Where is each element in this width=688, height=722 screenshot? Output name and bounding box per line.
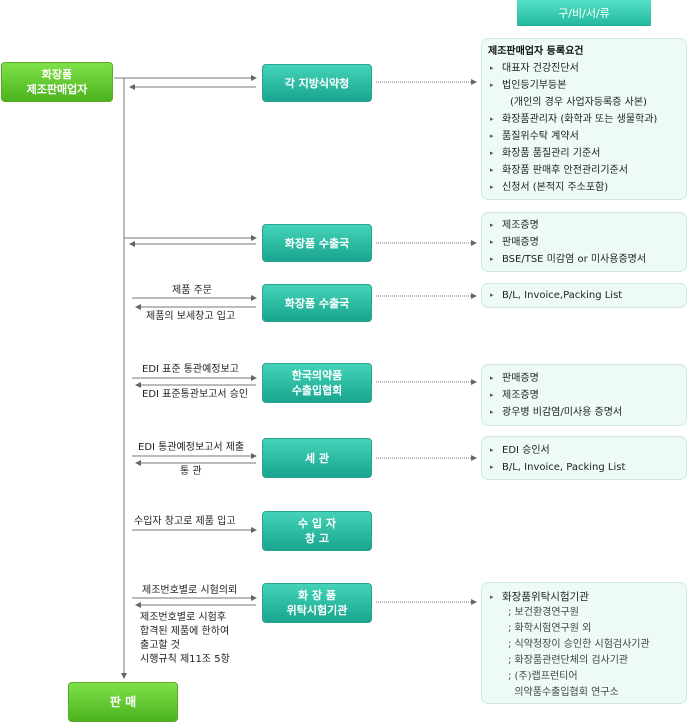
label-order-bottom: 제품의 보세창고 입고 [146, 311, 236, 322]
label-test-top: 제조번호별로 시험의뢰 [142, 585, 238, 596]
requirements-panel-6: 화장품위탁시험기관 ; 보건환경연구원 ; 화학시험연구원 외 ; 식약청장이 … [481, 582, 687, 704]
panel-3-item: B/L, Invoice,Packing List [488, 287, 680, 304]
panel-6-sub: ; 보건환경연구원 [508, 607, 579, 618]
panel-5-item: B/L, Invoice, Packing List [488, 459, 680, 476]
panel-6-sub: ; (주)랩프런티어 [508, 671, 578, 682]
label-test-bottom: 제조번호별로 시험후 합격된 제품에 한하여 출고할 것 시행규칙 제11조 5… [140, 612, 230, 665]
panel-4-item: 제조증명 [488, 387, 680, 404]
panel-6-sub: ; 화학시험연구원 외 [508, 623, 592, 634]
panel-6-sub: 의약품수출입협회 연구소 [508, 687, 619, 698]
center-box-7: 화 장 품 위탁시험기관 [262, 583, 372, 623]
manufacturer-box: 화장품 제조판매업자 [1, 62, 113, 102]
panel-1-item: 품질위수탁 계약서 [488, 128, 680, 145]
panel-1-item: 화장품 품질관리 기준서 [488, 145, 680, 162]
label-edi1-top: EDI 표준 통관예정보고 [142, 364, 239, 375]
center-box-2: 화장품 수출국 [262, 224, 372, 262]
center-box-1: 각 지방식약청 [262, 64, 372, 102]
label-order-top: 제품 주문 [172, 285, 212, 296]
panel-2-item: 제조증명 [488, 217, 680, 234]
panel-1-item: 신청서 (본적지 주소포함) [488, 179, 680, 196]
panel-1-item: 대표자 건강진단서 [488, 60, 680, 77]
requirements-panel-5: EDI 승인서 B/L, Invoice, Packing List [481, 436, 687, 480]
center-box-4: 한국의약품 수출입협회 [262, 363, 372, 403]
requirements-panel-2: 제조증명 판매증명 BSE/TSE 미감염 or 미사용증명서 [481, 212, 687, 272]
panel-1-note: (개인의 경우 사업자등록증 사본) [510, 97, 647, 108]
center-box-6: 수 입 자 창 고 [262, 511, 372, 551]
panel-6-sub: ; 식약청장이 승인한 시험검사기관 [508, 639, 650, 650]
requirements-panel-4: 판매증명 제조증명 광우병 비감염/미사용 증명서 [481, 364, 687, 426]
label-edi2-top: EDI 통관예정보고서 제출 [138, 442, 245, 453]
header-required-documents: 구/비/서/류 [517, 0, 651, 26]
requirements-panel-3: B/L, Invoice,Packing List [481, 283, 687, 308]
panel-1-item: 화장품 판매후 안전관리기준서 [488, 162, 680, 179]
label-edi1-bottom: EDI 표준통관보고서 승인 [142, 389, 249, 400]
requirements-panel-1: 제조판매업자 등록요건 대표자 건강진단서 법인등기부등본 (개인의 경우 사업… [481, 38, 687, 200]
center-box-5: 세 관 [262, 438, 372, 478]
panel-4-item: 판매증명 [488, 370, 680, 387]
panel-5-item: EDI 승인서 [488, 442, 680, 459]
label-edi2-bottom: 통 관 [180, 466, 202, 477]
panel-2-item: BSE/TSE 미감염 or 미사용증명서 [488, 251, 680, 268]
panel-1-item: 법인등기부등본 [488, 77, 680, 94]
panel-6-item: 화장품위탁시험기관 [488, 589, 680, 605]
panel-1-item: 화장품관리자 (화학과 또는 생물학과) [488, 111, 680, 128]
panel-6-sub: ; 화장품관련단체의 검사기관 [508, 655, 629, 666]
sale-box: 판 매 [68, 682, 178, 722]
panel-1-title: 제조판매업자 등록요건 [488, 46, 584, 57]
label-importer-top: 수입자 창고로 제품 입고 [134, 516, 236, 527]
panel-2-item: 판매증명 [488, 234, 680, 251]
center-box-3: 화장품 수출국 [262, 284, 372, 322]
panel-4-item: 광우병 비감염/미사용 증명서 [488, 404, 680, 421]
